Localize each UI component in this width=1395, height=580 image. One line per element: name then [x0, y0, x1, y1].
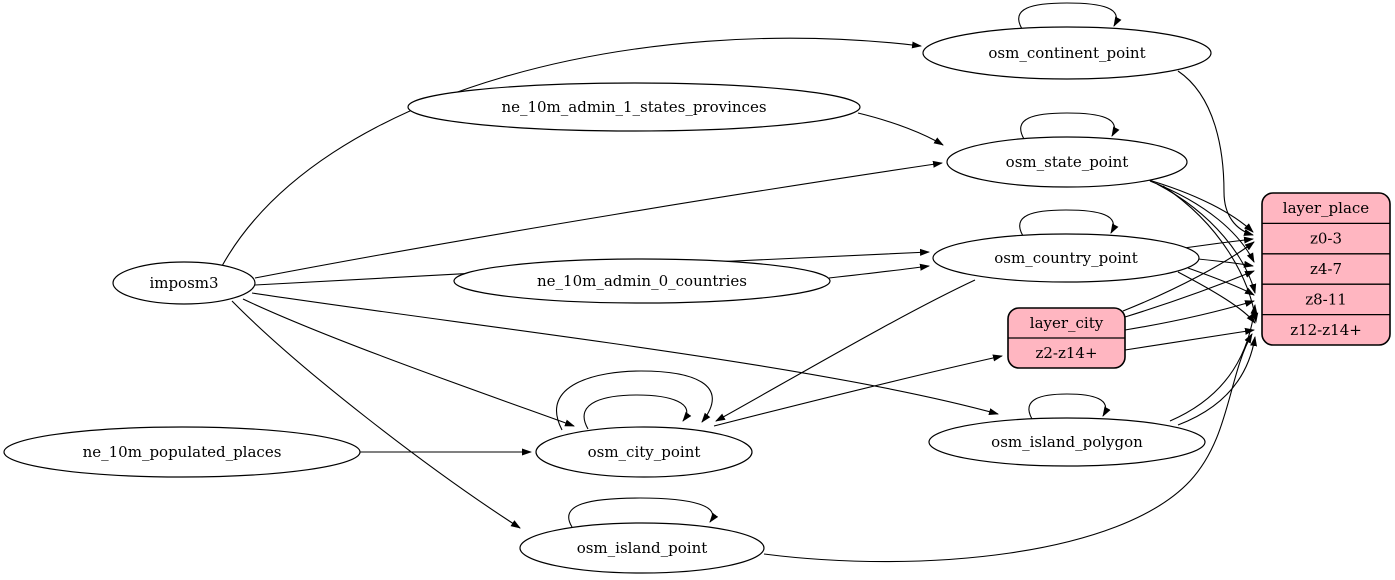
edge-osm-country-point-to-osm-country-point: [1019, 209, 1119, 237]
edge-layer-city-to-layer-place-z12-z14-: [1124, 327, 1255, 351]
edge-imposm3-to-osm-island-point: [231, 300, 521, 529]
edge-osm-island-point-to-layer-place-z12-z14-: [763, 333, 1253, 563]
node-label-osm-city-point: osm_city_point: [588, 443, 701, 461]
node-osm-continent-point: osm_continent_point: [922, 26, 1212, 80]
node-osm-island-point: osm_island_point: [519, 522, 765, 574]
edge-osm-country-point-to-osm-city-point: [715, 279, 976, 422]
node-label-osm-country-point: osm_country_point: [994, 249, 1138, 267]
node-shape-osm-country-point: [932, 233, 1200, 283]
node-osm-city-point: osm_city_point: [535, 426, 753, 478]
node-label-ne-10m-populated-places: ne_10m_populated_places: [83, 443, 282, 461]
edge-osm-city-point-to-osm-city-point: [583, 394, 692, 430]
node-shape-ne-10m-populated-places: [3, 426, 361, 478]
edge-osm-state-point-to-osm-state-point: [1020, 112, 1120, 140]
node-imposm3: imposm3: [112, 261, 256, 305]
record-layer-city: layer_city z2-z14+: [1007, 307, 1126, 369]
record-row-layer-place-z0-3: z0-3: [1310, 230, 1342, 248]
node-shape-imposm3: [112, 261, 256, 305]
node-ne-10m-admin-1-states-provinces: ne_10m_admin_1_states_provinces: [407, 82, 861, 132]
edges-layer: [221, 2, 1259, 563]
node-shape-osm-island-point: [519, 522, 765, 574]
record-row-layer-city-z2-z14-: z2-z14+: [1035, 344, 1097, 362]
edge-osm-island-point-to-osm-island-point: [568, 497, 719, 528]
node-label-imposm3: imposm3: [149, 274, 218, 292]
node-label-ne-10m-admin-1-states-provinces: ne_10m_admin_1_states_provinces: [501, 98, 766, 116]
edge-osm-continent-point-to-layer-place-z0-3: [1177, 70, 1254, 236]
node-shape-osm-city-point: [535, 426, 753, 478]
record-row-layer-place-z8-11: z8-11: [1305, 290, 1347, 308]
node-label-osm-continent-point: osm_continent_point: [988, 44, 1145, 62]
edge-osm-island-polygon-to-osm-island-polygon: [1028, 393, 1111, 420]
edge-osm-country-point-to-layer-place-z0-3: [1183, 236, 1254, 249]
edge-osm-island-polygon-to-layer-place-z12-z14-: [1177, 336, 1258, 426]
record-shape-layer-place: [1261, 192, 1391, 346]
record-row-layer-place-z12-z14-: z12-z14+: [1290, 321, 1362, 339]
node-osm-island-polygon: osm_island_polygon: [928, 417, 1206, 467]
node-label-osm-island-point: osm_island_point: [577, 539, 708, 557]
edge-osm-city-point-to-osm-city-point: [555, 370, 713, 431]
edge-osm-country-point-to-layer-place-z4-7: [1197, 258, 1254, 268]
node-shape-osm-state-point: [946, 136, 1188, 188]
record-layer-place: layer_place z0-3 z4-7 z8-11 z12-z14+: [1261, 192, 1391, 346]
record-row-layer-place-z4-7: z4-7: [1310, 260, 1342, 278]
edge-imposm3-to-osm-island-polygon: [251, 292, 999, 415]
edge-layer-city-to-layer-place-z8-11: [1124, 300, 1255, 331]
node-shape-ne-10m-admin-1-states-provinces: [407, 82, 861, 132]
edge-osm-state-point-to-layer-place-z0-3: [1141, 177, 1254, 233]
node-label-osm-island-polygon: osm_island_polygon: [991, 433, 1143, 451]
node-ne-10m-admin-0-countries: ne_10m_admin_0_countries: [453, 258, 831, 304]
edge-ne-10m-admin-0-countries-to-osm-country-point: [828, 263, 930, 279]
node-shape-ne-10m-admin-0-countries: [453, 258, 831, 304]
node-osm-state-point: osm_state_point: [946, 136, 1188, 188]
record-row-layer-city-layer-city: layer_city: [1030, 314, 1104, 332]
node-shape-osm-island-polygon: [928, 417, 1206, 467]
edge-layer-city-to-layer-place-z0-3: [1122, 241, 1255, 312]
edge-osm-continent-point-to-osm-continent-point: [1018, 2, 1122, 30]
edge-layer-city-to-layer-place-z4-7: [1124, 270, 1255, 318]
node-osm-country-point: osm_country_point: [932, 233, 1200, 283]
edge-osm-country-point-to-layer-place-z12-z14-: [1177, 271, 1256, 324]
edge-imposm3-to-osm-state-point: [254, 160, 943, 279]
node-label-ne-10m-admin-0-countries: ne_10m_admin_0_countries: [537, 272, 747, 290]
edge-imposm3-to-osm-city-point: [242, 298, 575, 427]
edge-osm-city-point-to-layer-city-z2-z14-: [713, 354, 1003, 427]
node-label-osm-state-point: osm_state_point: [1006, 153, 1129, 171]
node-shape-osm-continent-point: [922, 26, 1212, 80]
nodes-layer: imposm3 ne_10m_admin_1_states_provincesne…: [3, 26, 1391, 574]
edge-ne-10m-admin-1-states-provinces-to-osm-state-point: [857, 112, 944, 146]
edge-imposm3-to-osm-continent-point: [221, 37, 922, 267]
edge-osm-island-polygon-to-layer-place-z8-11: [1169, 304, 1258, 422]
record-row-layer-place-layer-place: layer_place: [1283, 199, 1370, 217]
node-ne-10m-populated-places: ne_10m_populated_places: [3, 426, 361, 478]
